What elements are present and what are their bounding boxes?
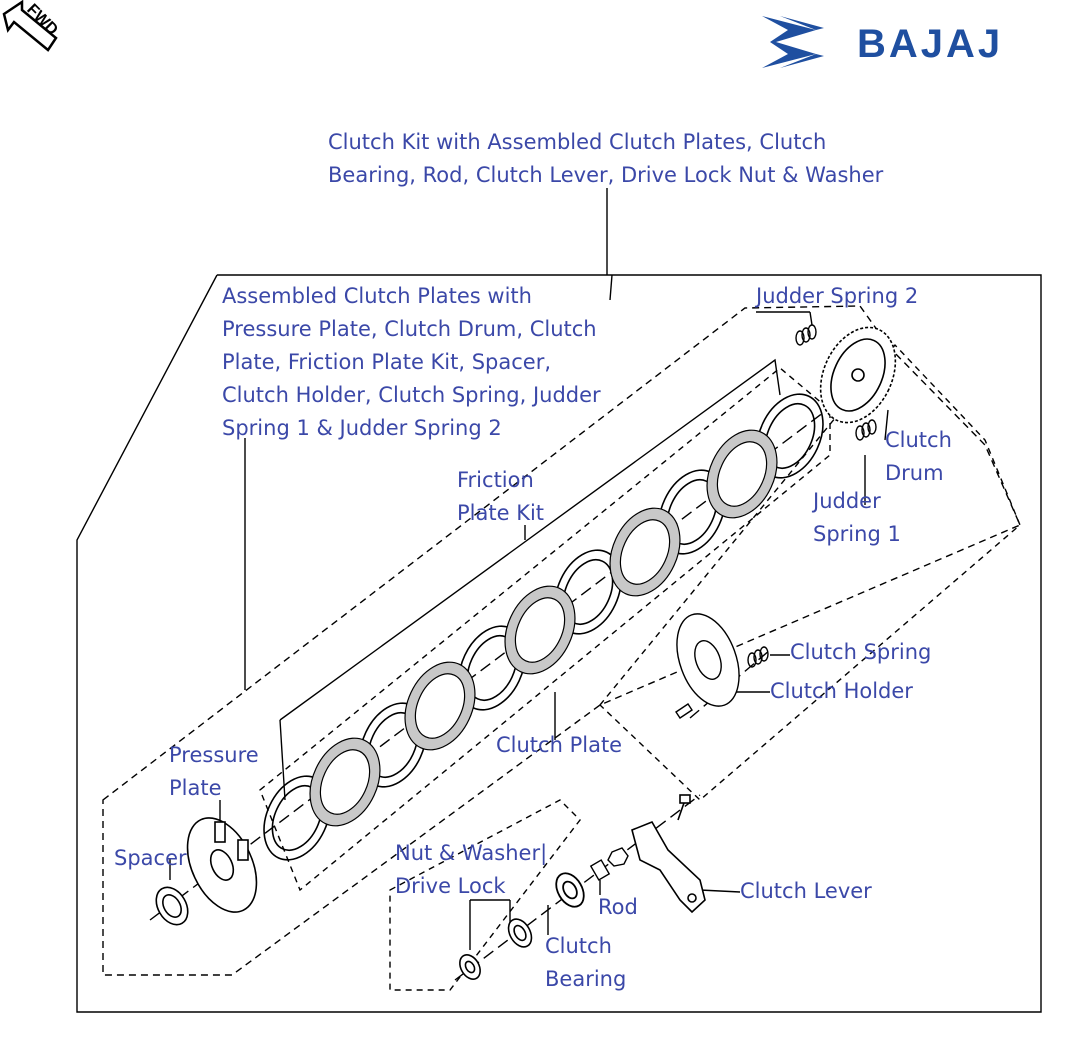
judder-spring-1-label-2: Spring 1 [813, 522, 901, 546]
bajaj-emblem-icon [762, 16, 824, 68]
pressure-plate-label-2: Plate [169, 776, 222, 800]
nut-washer-label-1: Nut & Washer| [395, 841, 548, 865]
judder-spring-1-label-1: Judder [813, 489, 881, 513]
judder-spring-2 [795, 324, 817, 346]
clutch-bearing-label-2: Bearing [545, 967, 627, 991]
clutch-plate [404, 661, 476, 751]
friction-plate-kit-label-2: Plate Kit [457, 501, 545, 525]
pressure-plate-label-1: Pressure [169, 743, 259, 767]
spacer-part [155, 886, 189, 926]
clutch-drum [819, 326, 897, 424]
clutch-spring-label: Clutch Spring [790, 640, 932, 664]
clutch-plate-label: Clutch Plate [496, 733, 623, 757]
assembled-label-line5: Spring 1 & Judder Spring 2 [222, 416, 502, 440]
assembled-label-line4: Clutch Holder, Clutch Spring, Judder [222, 383, 601, 407]
pressure-plate [186, 817, 258, 913]
brand-name: BAJAJ [857, 22, 1004, 66]
clutch-spring [747, 646, 769, 668]
fwd-arrow-icon [2, 0, 58, 52]
clutch-plate [309, 737, 381, 827]
assembled-label-line3: Plate, Friction Plate Kit, Spacer, [222, 350, 552, 374]
friction-plate-kit-label-1: Friction [457, 468, 534, 492]
clutch-plate [706, 429, 778, 519]
clutch-drum-label-1: Clutch [885, 428, 952, 452]
rod-label: Rod [598, 895, 638, 919]
clutch-kit-label-line1: Clutch Kit with Assembled Clutch Plates,… [328, 130, 827, 154]
clutch-bearing-label-1: Clutch [545, 934, 612, 958]
nut-washer-label-2: Drive Lock [395, 874, 506, 898]
drive-lock-washer [459, 918, 533, 980]
clutch-bearing-part [555, 872, 585, 908]
spacer-label: Spacer [114, 846, 187, 870]
clutch-holder-label: Clutch Holder [770, 679, 913, 703]
clutch-lever-label: Clutch Lever [740, 879, 872, 903]
assembled-boundary [102, 305, 1021, 976]
assembled-label-line2: Pressure Plate, Clutch Drum, Clutch [222, 317, 597, 341]
clutch-kit-label-line2: Bearing, Rod, Clutch Lever, Drive Lock N… [328, 163, 884, 187]
kit-boundary [76, 274, 1042, 1013]
rod-part [589, 847, 629, 881]
judder-spring-1 [855, 419, 877, 441]
assembled-label-line1: Assembled Clutch Plates with [222, 284, 532, 308]
clutch-lever-part [631, 794, 706, 914]
clutch-holder [675, 613, 740, 719]
clutch-plate [504, 585, 576, 675]
clutch-drum-label-2: Drum [885, 461, 944, 485]
judder-spring-2-label: Judder Spring 2 [756, 284, 919, 308]
clutch-plate [609, 507, 681, 597]
